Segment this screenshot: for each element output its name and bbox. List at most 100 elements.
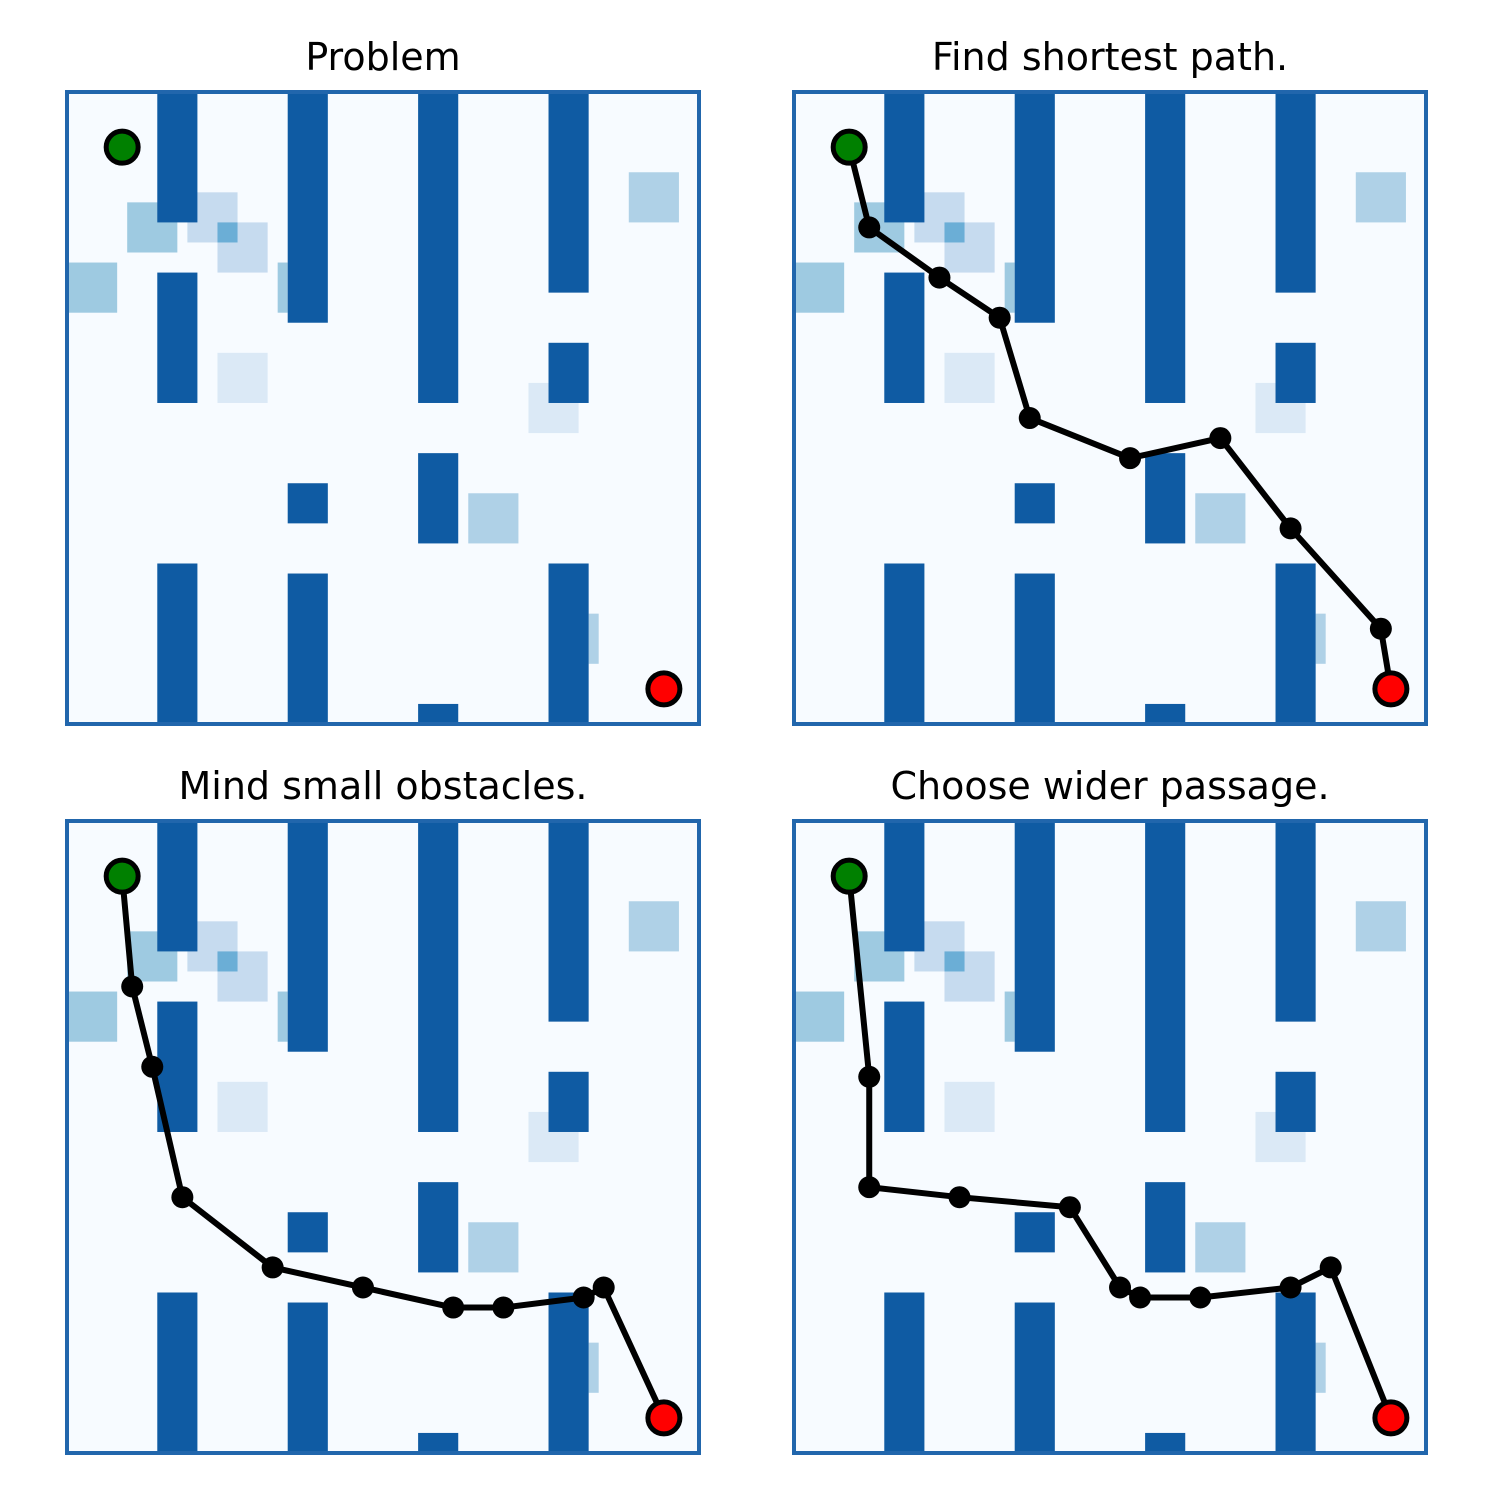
soft-obstacle (588, 613, 599, 664)
path-line (846, 144, 1394, 692)
wall-obstacle (418, 92, 459, 403)
soft-obstacle (1195, 493, 1246, 544)
wall-obstacle (1275, 821, 1316, 1022)
start-marker (103, 857, 141, 895)
maze-grid (792, 90, 1428, 726)
soft-obstacle (1195, 1222, 1246, 1273)
panel-title: Choose wider passage. (890, 764, 1329, 808)
soft-obstacle (1004, 262, 1015, 313)
soft-obstacle (628, 172, 679, 223)
soft-obstacle (217, 352, 268, 403)
wall-obstacle (418, 1432, 459, 1453)
waypoint (858, 1176, 881, 1199)
wall-obstacle (884, 1292, 925, 1453)
maze-grid (65, 819, 701, 1455)
wall-obstacle (548, 342, 589, 403)
goal-marker (1372, 1399, 1410, 1437)
soft-obstacle (944, 951, 965, 972)
wall-obstacle (1014, 821, 1055, 1052)
panel-title: Problem (305, 35, 460, 79)
waypoint (1018, 407, 1041, 430)
soft-obstacle (217, 1081, 268, 1132)
wall-obstacle (1275, 342, 1316, 403)
panel-wider-passage: Choose wider passage. (792, 764, 1428, 1455)
soft-obstacle (944, 222, 965, 243)
wall-obstacle (418, 703, 459, 724)
soft-obstacle (1315, 613, 1326, 664)
wall-obstacle (1014, 573, 1055, 724)
wall-obstacle (1275, 92, 1316, 293)
waypoint (858, 216, 881, 239)
wall-obstacle (1145, 821, 1186, 1132)
goal-marker (1372, 670, 1410, 708)
wall-obstacle (157, 563, 198, 724)
wall-obstacle (1014, 1302, 1055, 1453)
start-marker (830, 128, 868, 166)
waypoint (572, 1286, 595, 1309)
goal-marker (645, 670, 683, 708)
wall-obstacle (548, 821, 589, 1022)
soft-obstacle (67, 262, 118, 313)
waypoint (1319, 1256, 1342, 1279)
waypoint (442, 1296, 465, 1319)
waypoint (592, 1276, 615, 1299)
waypoint (1189, 1286, 1212, 1309)
wall-obstacle (157, 92, 198, 223)
panel-small-obstacles: Mind small obstacles. (65, 764, 701, 1455)
panel-title: Find shortest path. (932, 35, 1288, 79)
wall-obstacle (548, 1292, 589, 1453)
panel-shortest-path: Find shortest path. (792, 35, 1428, 726)
soft-obstacle (277, 262, 288, 313)
wall-obstacle (287, 483, 328, 524)
panel-problem: Problem (65, 35, 701, 726)
soft-obstacle (628, 901, 679, 952)
wall-obstacle (548, 92, 589, 293)
waypoint (1369, 617, 1392, 640)
soft-obstacle (944, 1081, 995, 1132)
wall-obstacle (1014, 1212, 1055, 1253)
wall-obstacle (157, 1292, 198, 1453)
soft-obstacle (1355, 172, 1406, 223)
wall-obstacle (1275, 1071, 1316, 1132)
waypoint (1279, 517, 1302, 540)
wall-obstacle (884, 92, 925, 223)
wall-obstacle (884, 563, 925, 724)
wall-obstacle (418, 1182, 459, 1273)
waypoint (1279, 1276, 1302, 1299)
maze-frame (792, 819, 1428, 1455)
maze-frame (65, 819, 701, 1455)
waypoint (858, 1065, 881, 1088)
waypoint (1129, 1286, 1152, 1309)
waypoint (351, 1276, 374, 1299)
waypoint (141, 1055, 164, 1078)
maze-frame (65, 90, 701, 726)
waypoint (171, 1186, 194, 1209)
soft-obstacle (1004, 991, 1015, 1042)
waypoint (948, 1186, 971, 1209)
wall-obstacle (548, 563, 589, 724)
soft-obstacle (588, 1342, 599, 1393)
waypoint (121, 975, 144, 998)
wall-obstacle (884, 1001, 925, 1132)
soft-obstacle (1355, 901, 1406, 952)
waypoint (1109, 1276, 1132, 1299)
soft-obstacle (1315, 1342, 1326, 1393)
start-marker (103, 128, 141, 166)
soft-obstacle (944, 352, 995, 403)
wall-obstacle (1145, 1182, 1186, 1273)
wall-obstacle (1275, 563, 1316, 724)
wall-obstacle (287, 573, 328, 724)
wall-obstacle (884, 272, 925, 403)
wall-obstacle (1145, 453, 1186, 544)
waypoint (988, 306, 1011, 329)
wall-obstacle (418, 821, 459, 1132)
wall-obstacle (884, 821, 925, 952)
wall-obstacle (157, 272, 198, 403)
waypoint (492, 1296, 515, 1319)
wall-obstacle (287, 1302, 328, 1453)
wall-obstacle (1145, 703, 1186, 724)
waypoint (1058, 1196, 1081, 1219)
goal-marker (645, 1399, 683, 1437)
soft-obstacle (217, 951, 238, 972)
